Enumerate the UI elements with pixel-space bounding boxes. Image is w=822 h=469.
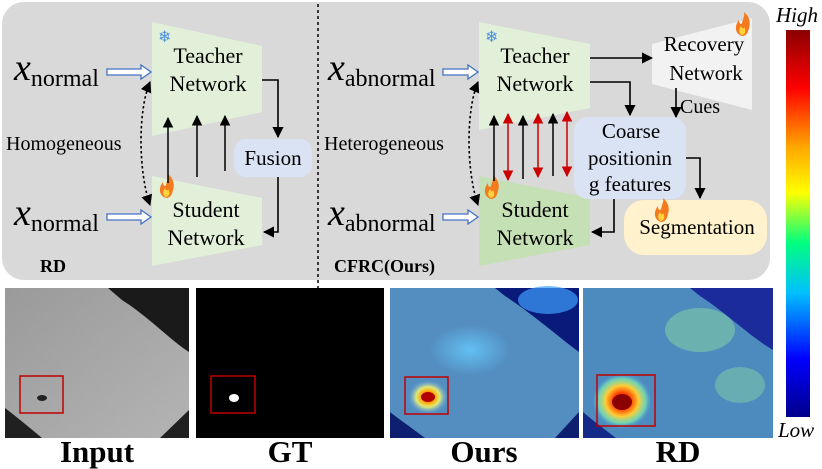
cfrc-student-label-1: Student [501,197,568,222]
cfrc-segmentation-label: Segmentation [639,215,755,239]
rd-student-label-1: Student [172,197,239,222]
colorbar-gradient [786,30,810,417]
rd-panel-label: RD [40,256,66,276]
ours-heatmap [390,286,579,438]
flame-icon [484,175,499,199]
snowflake-icon: ❄ [485,27,498,46]
cfrc-diagram: xabnormal ❄ Teacher Network Student Netw… [324,12,767,277]
cfrc-side-label: Heterogeneous [324,133,444,155]
colorbar-high-label: High [775,3,818,27]
flame-icon [654,198,669,222]
cfrc-input-top: xabnormal [327,47,436,92]
rd-teacher-label-2: Network [170,71,247,96]
cfrc-recovery-network [652,18,752,110]
rd-highlight-box [596,374,656,427]
rd-fusion-to-student [262,177,279,238]
gt-highlight-box [210,375,256,414]
rd-input-bottom: xnormal [13,192,99,237]
snowflake-icon: ❄ [158,27,171,46]
cfrc-dotted-arc [468,80,481,207]
cfrc-cues-label: Cues [680,96,720,118]
cfrc-teacher-label-2: Network [497,71,574,96]
rd-student-network [152,176,262,266]
cfrc-coarse-label-3: g features [589,172,671,196]
input-image [5,288,189,438]
cfrc-feature-arrows [488,110,573,182]
cfrc-input-top-arrow [442,63,480,81]
cfrc-teacher-network [479,22,590,130]
caption-input: Input [60,434,135,469]
caption-rd: RD [656,434,701,469]
cfrc-input-bottom-arrow [442,208,480,226]
rd-dotted-arc [140,80,153,207]
rd-input-top-arrow [106,63,153,81]
rd-fusion-label: Fusion [244,146,302,170]
rd-student-label-2: Network [168,225,245,250]
rd-diagram: xnormal ❄ Teacher Network Student Networ… [6,22,312,276]
cfrc-panel-label: CFRC(Ours) [334,256,435,277]
flame-icon [735,12,750,36]
flame-icon [159,174,174,198]
input-highlight-box [19,375,64,414]
rd-heatmap [583,288,773,438]
rd-teacher-label-1: Teacher [173,43,243,68]
cfrc-student-label-2: Network [497,225,574,250]
rd-side-label: Homogeneous [6,133,122,155]
cfrc-coarse-box [574,117,686,199]
rd-input-top: xnormal [13,47,99,92]
cfrc-recovery-label-2: Network [669,61,743,85]
colorbar: High Low [775,3,818,442]
rd-fusion-box [234,139,312,177]
rd-input-bottom-arrow [106,208,153,226]
caption-ours: Ours [450,434,517,469]
caption-gt: GT [268,434,313,469]
cfrc-teacher-to-coarse [590,81,636,117]
cfrc-recovery-label-1: Recovery [664,32,745,56]
cfrc-coarse-label-2: positionin [588,146,673,170]
rd-feature-arrows [162,114,231,183]
cfrc-teacher-label-1: Teacher [500,43,570,68]
cfrc-coarse-to-student [590,199,615,238]
cfrc-student-network [479,176,590,266]
colorbar-low-label: Low [777,418,814,442]
ours-highlight-box [404,376,449,415]
cfrc-coarse-to-segmentation [686,157,706,200]
cfrc-input-bottom: xabnormal [327,192,436,237]
rd-teacher-network [152,22,262,136]
gt-image [196,288,384,438]
rd-teacher-to-fusion [262,79,284,139]
cfrc-coarse-label-1: Coarse [602,119,660,143]
